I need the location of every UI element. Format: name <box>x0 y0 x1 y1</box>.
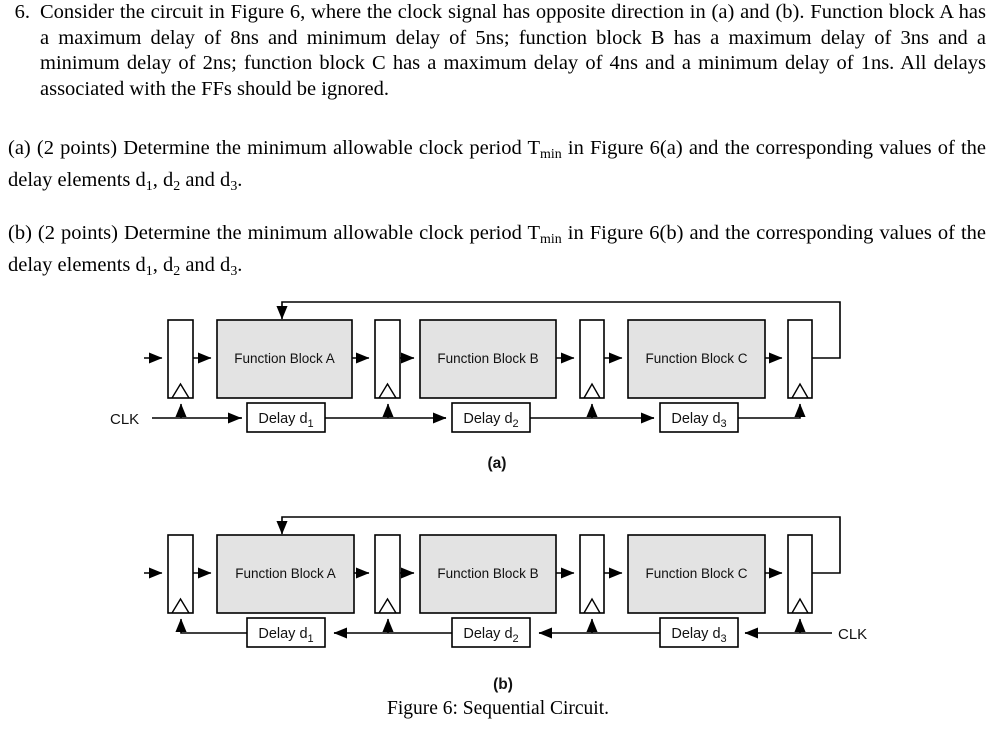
clock-notch-2-b <box>378 597 397 614</box>
part-b-sub-d1: 1 <box>145 263 153 279</box>
part-b-sub-d2: 2 <box>173 263 181 279</box>
function-block-b-1 <box>419 319 557 399</box>
function-block-b-label-b: Function Block B <box>437 566 538 581</box>
delay-block-d3-a <box>659 402 739 433</box>
figure-caption: Figure 6: Sequential Circuit. <box>387 698 609 719</box>
function-block-c-2 <box>627 534 766 614</box>
clk-rail-a-seg4 <box>738 406 801 419</box>
part-b-suffix: . <box>237 253 243 276</box>
part-b-prefix: (b) (2 points) Determine the minimum all… <box>8 222 541 244</box>
flip-flop-2-a <box>374 319 401 399</box>
function-block-b-label: Function Block B <box>437 351 538 366</box>
delay-d1-label-a: Delay d1 <box>258 411 313 430</box>
part-a-sub-d3: 3 <box>230 178 238 194</box>
clock-notch-3-a <box>583 382 601 399</box>
flip-flop-1-b <box>167 534 194 614</box>
delay-block-d3-b <box>659 617 739 648</box>
clock-notch-3-b <box>583 597 601 614</box>
question-item-6: 6. Consider the circuit in Figure 6, whe… <box>0 0 996 102</box>
delay-d3-label-b: Delay d3 <box>671 626 726 645</box>
function-block-a-label: Function Block A <box>234 351 335 366</box>
part-a-mid2: , d <box>152 168 174 191</box>
flip-flop-2-b <box>374 534 401 614</box>
function-block-a-label-b: Function Block A <box>235 566 336 581</box>
question-number: 6. <box>14 1 30 23</box>
part-b-mid3: and d <box>180 253 231 276</box>
diagram-a: Function Block A Function Block B Functi… <box>110 301 841 472</box>
part-b-mid: in Figure 6(b) and the corresponding val… <box>8 222 986 276</box>
part-a-mid3: and d <box>180 168 231 191</box>
part-b-sub-min: min <box>540 231 562 247</box>
clock-notch-1-a <box>171 382 190 399</box>
question-block: 6. Consider the circuit in Figure 6, whe… <box>0 0 996 102</box>
part-a-suffix: . <box>237 168 243 191</box>
function-block-b-2 <box>419 534 557 614</box>
part-a-prefix: (a) (2 points) Determine the minimum all… <box>8 137 541 159</box>
clock-notch-1-b <box>171 597 190 614</box>
part-a-paragraph: (a) (2 points) Determine the minimum all… <box>8 134 986 198</box>
part-b-paragraph: (b) (2 points) Determine the minimum all… <box>8 219 986 283</box>
delay-block-d2-b <box>451 617 531 648</box>
function-block-a-2 <box>216 534 355 614</box>
part-a-sub-d2: 2 <box>173 178 181 194</box>
delay-block-d1-b <box>246 617 326 648</box>
figure-6: Function Block A Function Block B Functi… <box>0 286 996 741</box>
part-b-mid2: , d <box>152 253 174 276</box>
question-text: Consider the circuit in Figure 6, where … <box>40 1 986 100</box>
function-block-c-label-b: Function Block C <box>645 566 747 581</box>
function-block-c-1 <box>627 319 766 399</box>
sublabel-b: (b) <box>493 676 513 693</box>
function-block-a-1 <box>216 319 353 399</box>
delay-d2-label-b: Delay d2 <box>463 626 518 645</box>
part-a-sub-d1: 1 <box>145 178 153 194</box>
flip-flop-3-a <box>579 319 605 399</box>
clk-label-b: CLK <box>838 626 867 643</box>
part-b-sub-d3: 3 <box>230 263 238 279</box>
flip-flop-4-b <box>787 534 813 614</box>
flip-flop-1-a <box>167 319 194 399</box>
delay-d1-label-b: Delay d1 <box>258 626 313 645</box>
clk-rail-b-seg4 <box>180 621 247 634</box>
flip-flop-3-b <box>579 534 605 614</box>
clock-notch-4-b <box>791 597 809 614</box>
flip-flop-4-a <box>787 319 813 399</box>
clock-notch-4-a <box>791 382 809 399</box>
sublabel-a: (a) <box>488 455 507 472</box>
diagram-b: Function Block A Function Block B Functi… <box>144 516 867 693</box>
delay-d3-label-a: Delay d3 <box>671 411 726 430</box>
delay-d2-label-a: Delay d2 <box>463 411 518 430</box>
delay-block-d1-a <box>246 402 326 433</box>
clock-notch-2-a <box>378 382 397 399</box>
part-a-mid: in Figure 6(a) and the corresponding val… <box>8 137 986 191</box>
part-a-sub-min: min <box>540 146 562 162</box>
clk-label-a: CLK <box>110 411 139 428</box>
function-block-c-label: Function Block C <box>645 351 747 366</box>
